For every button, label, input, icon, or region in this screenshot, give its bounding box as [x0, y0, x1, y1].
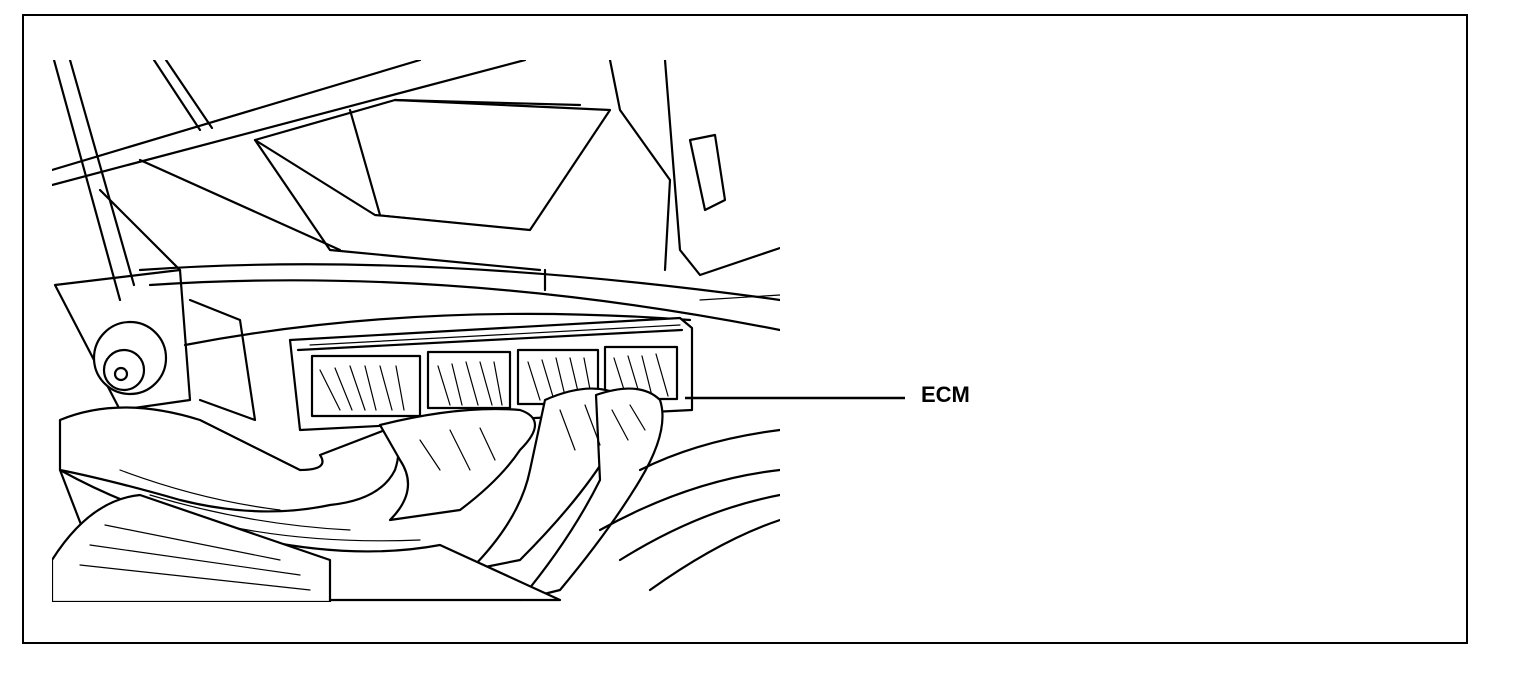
mounting-bracket [53, 268, 257, 422]
dashboard-panel [52, 60, 780, 302]
ecm-callout-label: ECM [921, 382, 970, 407]
glove-box [253, 98, 612, 272]
support-rails [138, 263, 780, 347]
pedal-and-floor [52, 294, 780, 602]
diagram-frame [22, 14, 1468, 644]
